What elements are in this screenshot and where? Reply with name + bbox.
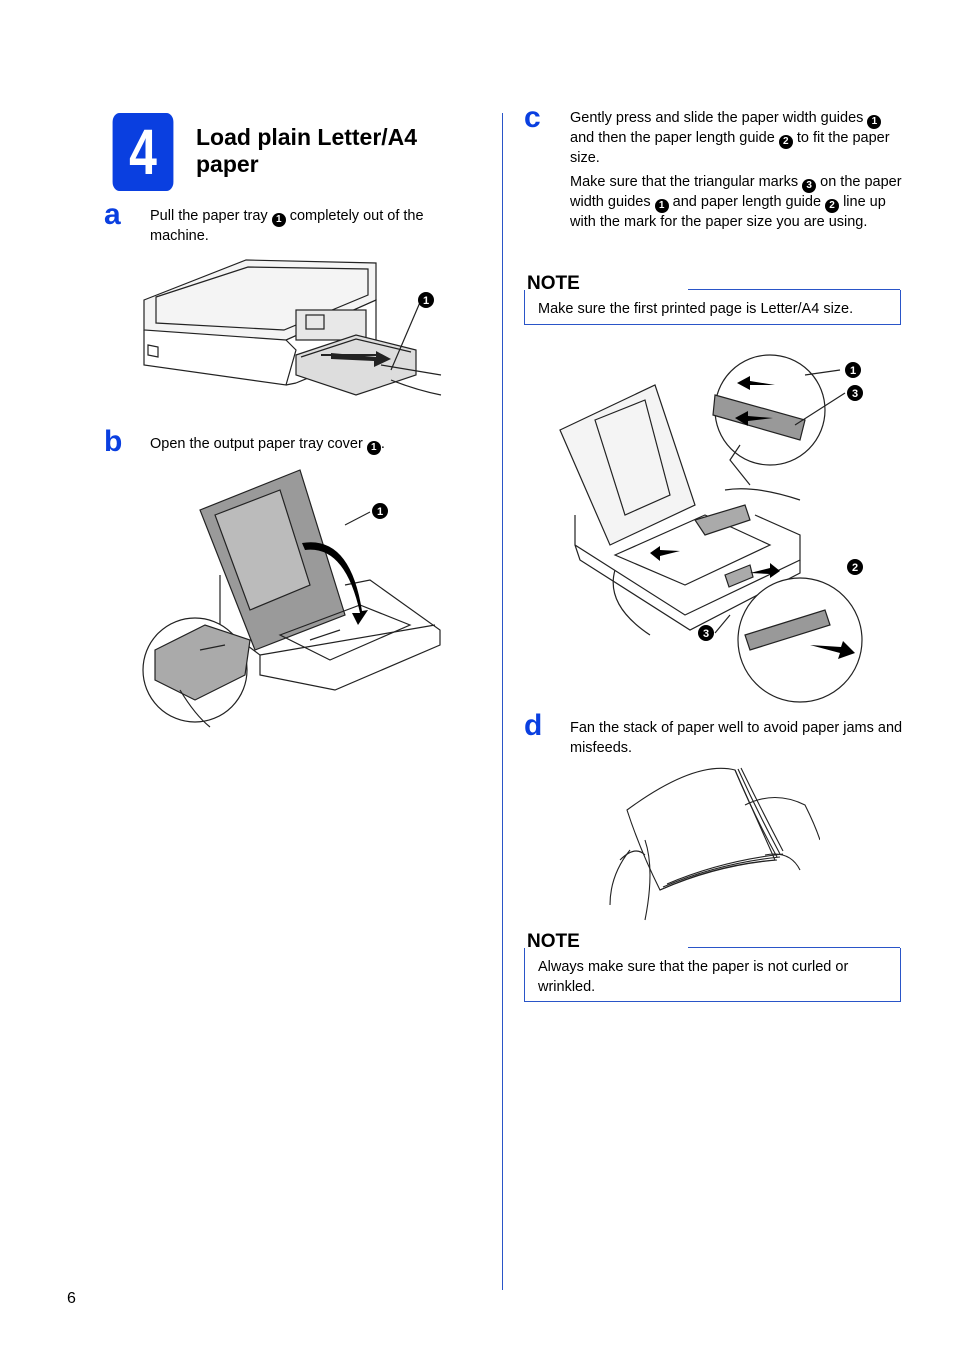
callout-3: 3	[703, 628, 709, 640]
callout-1: 1	[850, 365, 856, 377]
figure-fan-paper	[609, 767, 820, 921]
note-heading: NOTE	[527, 931, 580, 952]
figure-pull-tray: 1	[143, 259, 442, 396]
step-letter-a: a	[104, 198, 121, 231]
step-c-text-1: Gently press and slide the paper width g…	[570, 110, 890, 166]
callout-2: 2	[852, 562, 858, 574]
callout-1: 1	[423, 295, 429, 307]
callout-3: 3	[852, 388, 858, 400]
note-text: Make sure the first printed page is Lett…	[538, 301, 854, 317]
marker-2-icon: 2	[825, 199, 840, 213]
step-letter-c: c	[524, 101, 541, 134]
marker-1-icon: 1	[867, 115, 882, 129]
marker-1-icon: 1	[366, 441, 381, 455]
marker-1-icon: 1	[654, 199, 669, 213]
step-c-text-2: Make sure that the triangular marks 3 on…	[570, 174, 902, 230]
marker-2-icon: 2	[778, 135, 793, 149]
note-box	[524, 948, 901, 1002]
note-rule	[688, 947, 900, 948]
column-divider	[502, 113, 503, 1290]
marker-1-icon: 1	[271, 213, 286, 227]
step-a-text: Pull the paper tray 1 completely out of …	[150, 208, 424, 244]
step-letter-d: d	[524, 709, 543, 742]
step-number-box: 4	[112, 113, 174, 191]
marker-3-icon: 3	[802, 179, 817, 193]
note-box	[524, 290, 901, 325]
figure-open-cover: 1	[142, 469, 441, 728]
step-number: 4	[129, 116, 157, 188]
note-heading: NOTE	[527, 273, 580, 294]
step-letter-b: b	[104, 425, 123, 458]
step-d-text: Fan the stack of paper well to avoid pap…	[570, 720, 903, 756]
step-title: Load plain Letter/A4 paper	[196, 124, 418, 177]
page-number: 6	[67, 1290, 76, 1307]
callout-1: 1	[377, 506, 383, 518]
step-b-text: Open the output paper tray cover 1.	[150, 436, 385, 455]
note-rule	[688, 289, 900, 290]
note-text: Always make sure that the paper is not c…	[538, 959, 849, 995]
figure-paper-guides: 1 3 2 3	[559, 354, 863, 703]
